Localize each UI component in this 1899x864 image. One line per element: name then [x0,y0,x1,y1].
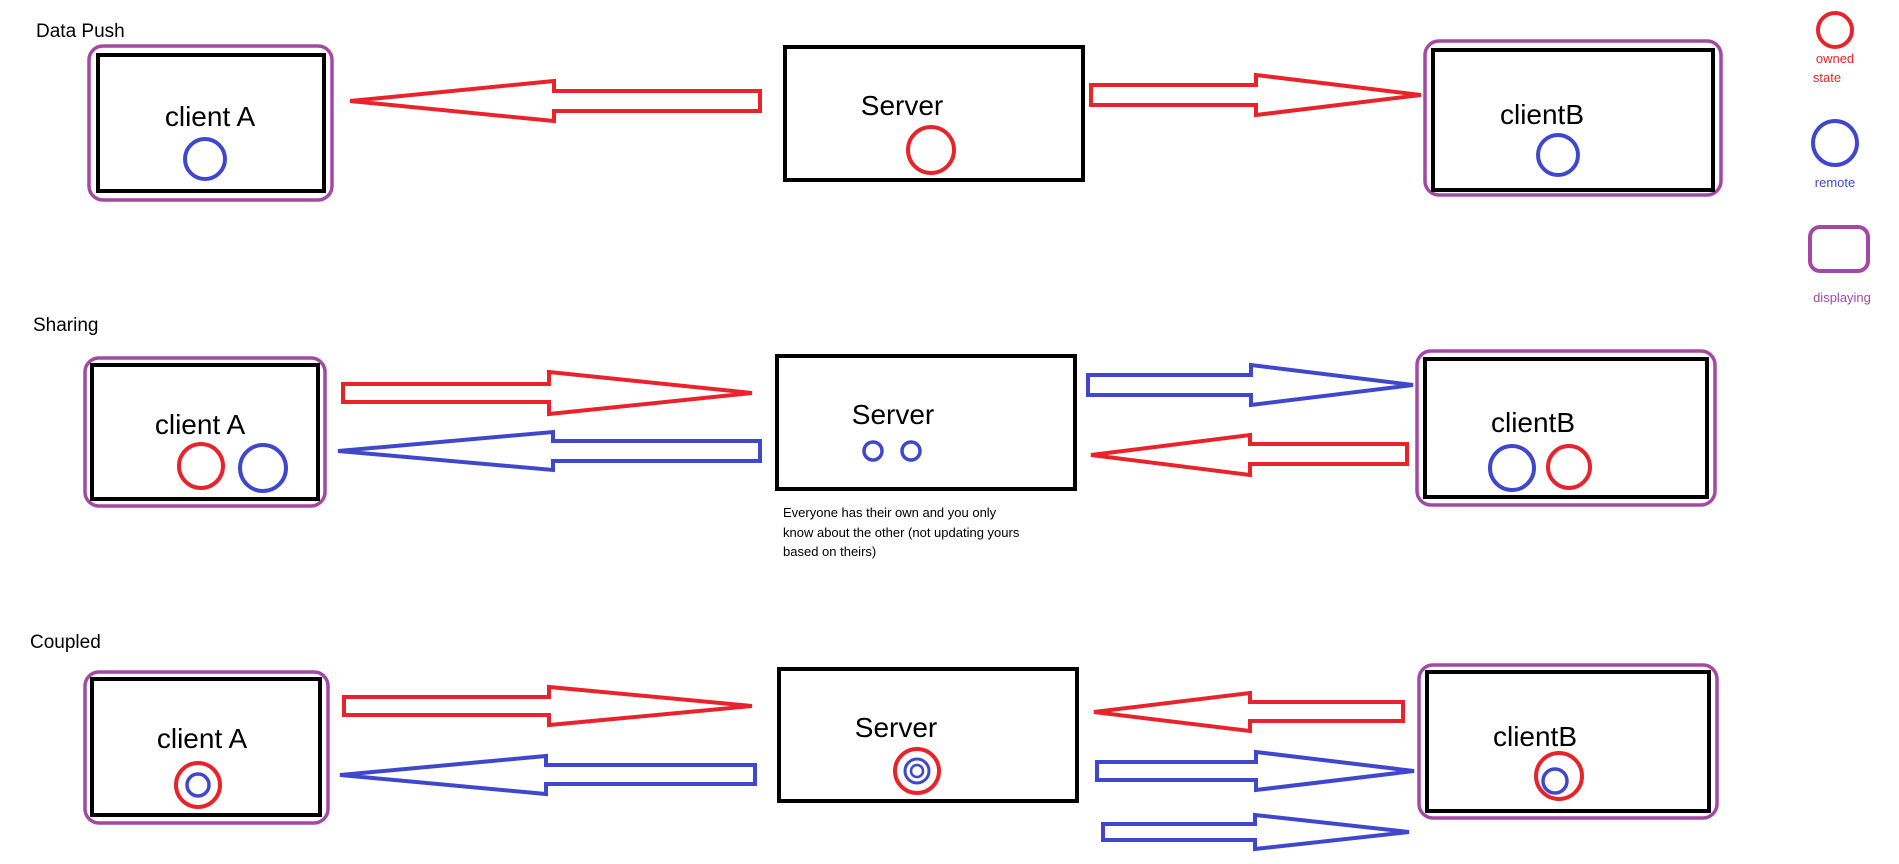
owned-state-circle [174,761,222,809]
arrow-server-to-client-b [1086,362,1414,408]
legend-remote-label: remote [1815,175,1855,190]
legend-displaying-icon [1808,225,1870,273]
arrow-server-to-client-b [1089,72,1422,118]
owned-state-circle [1534,751,1584,801]
client-a-box [96,53,326,193]
arrow-client-a-to-server [342,684,753,728]
client-b-box [1425,670,1711,813]
client-a-label: client A [157,723,248,754]
arrow-client-b-to-server [1090,432,1409,478]
client-b-label: clientB [1491,407,1575,438]
arrow-server-to-client-a [349,78,762,124]
client-b-label: clientB [1500,99,1584,130]
arrow-server-to-client-b [1095,749,1415,793]
client-a-box [90,677,322,817]
arrow-server-to-client-a [337,429,762,473]
server-label: Server [861,90,943,121]
server-box [775,354,1077,491]
legend-displaying-label: displaying [1813,290,1871,305]
owned-state-circle [1546,444,1592,490]
note-line: Everyone has their own and you only [783,505,997,520]
displaying-frame [1415,349,1717,507]
section-title-coupled: Coupled [30,632,101,653]
owned-state-circle [177,442,225,490]
section-title-sharing: Sharing [33,315,99,336]
remote-state-circle [862,440,884,462]
remote-state-circle [1488,444,1536,492]
legend-owned-icon [1816,11,1854,49]
server-label: Server [852,399,934,430]
server-box [783,45,1085,182]
remote-state-circle [900,440,922,462]
remote-state-circle [238,443,288,493]
client-b-box [1423,357,1709,499]
displaying-frame [83,356,327,508]
client-b-box [1431,48,1715,192]
remote-state-circle [909,763,925,779]
note-line: know about the other (not updating yours [783,525,1020,540]
arrow-client-a-to-server [341,369,753,417]
arrow-server-to-client-b [1101,812,1410,852]
remote-state-circle [1536,133,1580,177]
owned-state-circle [906,125,956,175]
server-label: Server [855,712,937,743]
legend-owned-label: state [1813,70,1841,85]
displaying-frame [83,670,330,825]
arrow-server-to-client-a [339,753,757,797]
displaying-frame [1417,663,1719,820]
arrow-client-b-to-server [1093,690,1405,734]
remote-state-circle [185,772,211,798]
client-b-label: clientB [1493,721,1577,752]
remote-state-circle [1541,767,1569,795]
legend-owned-label: owned [1816,51,1854,66]
remote-state-circle [183,137,227,181]
client-a-box [90,363,320,501]
server-box [777,667,1079,803]
client-a-label: client A [155,409,246,440]
legend-remote-icon [1811,119,1859,167]
client-a-label: client A [165,101,256,132]
displaying-frame [87,44,334,202]
owned-state-circle [893,747,941,795]
remote-state-circle [903,757,931,785]
displaying-frame [1423,39,1723,197]
section-title-data-push: Data Push [36,21,125,42]
note-line: based on theirs) [783,544,876,559]
